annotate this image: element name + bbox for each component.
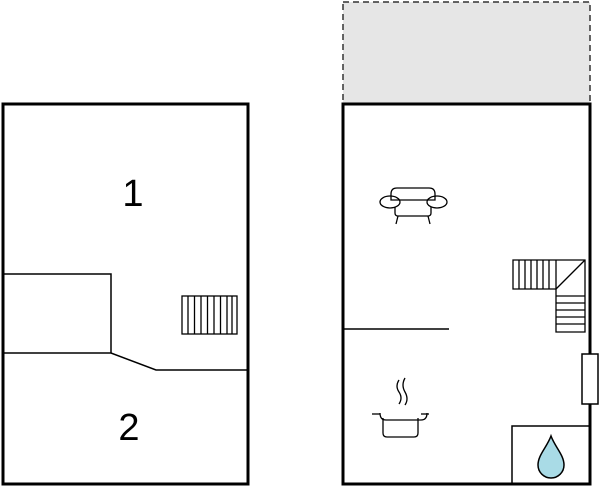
staircase-icon [181, 295, 238, 335]
bathroom-wall [511, 425, 589, 484]
room-label-2: 2 [118, 407, 139, 449]
right-floor [341, 1, 599, 486]
cooking-pot-icon [372, 377, 429, 438]
window-icon [581, 353, 599, 405]
room-label-1: 1 [122, 173, 143, 215]
terrace-area [342, 1, 591, 105]
left-floor-outline [1, 102, 250, 486]
right-floor-outline [341, 102, 592, 486]
sofa-icon [379, 187, 448, 225]
water-drop-icon [537, 433, 565, 479]
left-divider-wall [4, 352, 247, 371]
left-inner-room-wall [4, 273, 112, 353]
staircase-icon [512, 259, 586, 333]
left-floor: 1 2 [1, 102, 250, 486]
